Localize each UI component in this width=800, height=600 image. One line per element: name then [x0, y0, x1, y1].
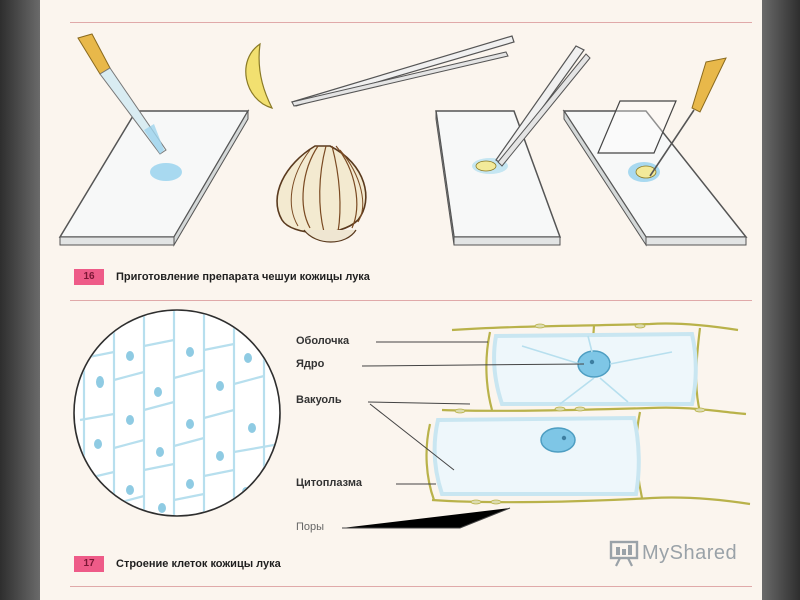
microscope-view: [73, 309, 281, 517]
slide-with-cover-glass: [562, 100, 748, 247]
dissecting-needle: [649, 57, 727, 177]
slide-with-drop: [58, 109, 250, 247]
label-vacuole: Вакуоль: [296, 394, 342, 406]
label-nucleus: Ядро: [296, 358, 325, 370]
watermark-text: MyShared: [642, 541, 738, 564]
illustration: [58, 33, 751, 529]
onion-bulb: [276, 145, 367, 243]
textbook-page: 16 Приготовление препарата чешуи кожицы …: [40, 0, 762, 600]
slide-with-skin: [435, 110, 562, 246]
top-rule: [70, 22, 752, 23]
figure-16-title: Приготовление препарата чешуи кожицы лук…: [116, 271, 370, 283]
figure-17-caption: 17 Строение клеток кожицы лука: [74, 556, 281, 572]
dropper: [77, 33, 167, 155]
figure-16-caption: 16 Приготовление препарата чешуи кожицы …: [74, 269, 370, 285]
myshared-watermark: MyShared: [608, 539, 737, 567]
figure-17-title: Строение клеток кожицы лука: [116, 558, 281, 570]
label-cytoplasm: Цитоплазма: [296, 477, 362, 489]
right-frame: [762, 0, 800, 600]
bottom-rule: [70, 586, 752, 587]
left-frame: [0, 0, 40, 600]
onion-scale: [245, 42, 274, 109]
label-pores: Поры: [296, 521, 325, 533]
label-membrane: Оболочка: [296, 335, 350, 347]
tweezers: [290, 35, 515, 107]
tweezers-2: [495, 45, 591, 167]
enlarged-cells: [342, 322, 751, 529]
figure-16-number: 16: [74, 269, 104, 285]
presentation-icon: [609, 540, 639, 567]
middle-rule: [70, 300, 752, 301]
figure-17-number: 17: [74, 556, 104, 572]
